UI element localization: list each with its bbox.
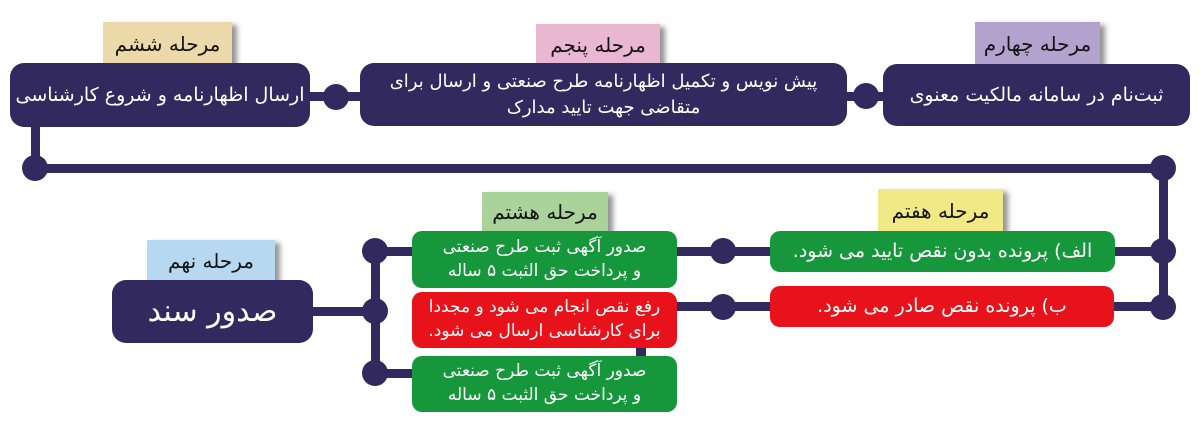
stage7-label: مرحله هفتم [878,189,1003,232]
connector-line-right-to-option-b [1113,302,1163,311]
stage6-label: مرحله ششم [103,22,232,65]
connector-line-fix-to-publish-bottom [636,344,646,360]
connector-dot [362,298,388,324]
stage9-box-issue-certificate: صدور سند [112,280,313,343]
connector-line-stage6-down [31,125,40,173]
connector-dot [1150,238,1176,264]
stage7-box-option-a-approved: الف) پرونده بدون نقص تایید می شود. [770,231,1115,272]
connector-dot [362,360,388,386]
connector-dot [710,238,736,264]
connector-line-stage9 [313,307,375,316]
connector-dot [1150,155,1176,181]
connector-dot [710,294,736,320]
stage5-box-draft-declaration: پیش نویس و تکمیل اظهارنامه طرح صنعتی و ا… [360,63,847,126]
connector-line-horizontal-main [31,164,1167,173]
stage5-label: مرحله پنجم [536,24,660,65]
stage8-label: مرحله هشتم [482,192,608,232]
connector-line-left-to-publish-bottom [375,369,415,378]
stage4-label: مرحله چهارم [975,22,1100,65]
stage4-box-register-system: ثبت‌نام در سامانه مالکیت معنوی [883,64,1190,126]
connector-line-left-to-publish-top [375,247,415,256]
stage9-label: مرحله نهم [147,240,275,282]
connector-dot [22,155,48,181]
stage8-box-publish-top: صدور آگهی ثبت طرح صنعتی و پرداخت حق الثب… [412,231,677,288]
stage8-box-publish-bottom: صدور آگهی ثبت طرح صنعتی و پرداخت حق الثب… [412,356,677,412]
connector-dot [853,83,879,109]
connector-line-right-to-option-a [1113,247,1163,256]
stage7-box-option-b-defect: ب) پرونده نقص صادر می شود. [770,286,1114,327]
connector-dot [362,238,388,264]
stage8-box-fix-defect: رفع نقص انجام می شود و مجددا برای کارشنا… [412,292,677,348]
connector-dot [1150,294,1176,320]
stage6-box-send-declaration: ارسال اظهارنامه و شروع کارشناسی [10,63,310,127]
connector-dot [323,84,349,110]
